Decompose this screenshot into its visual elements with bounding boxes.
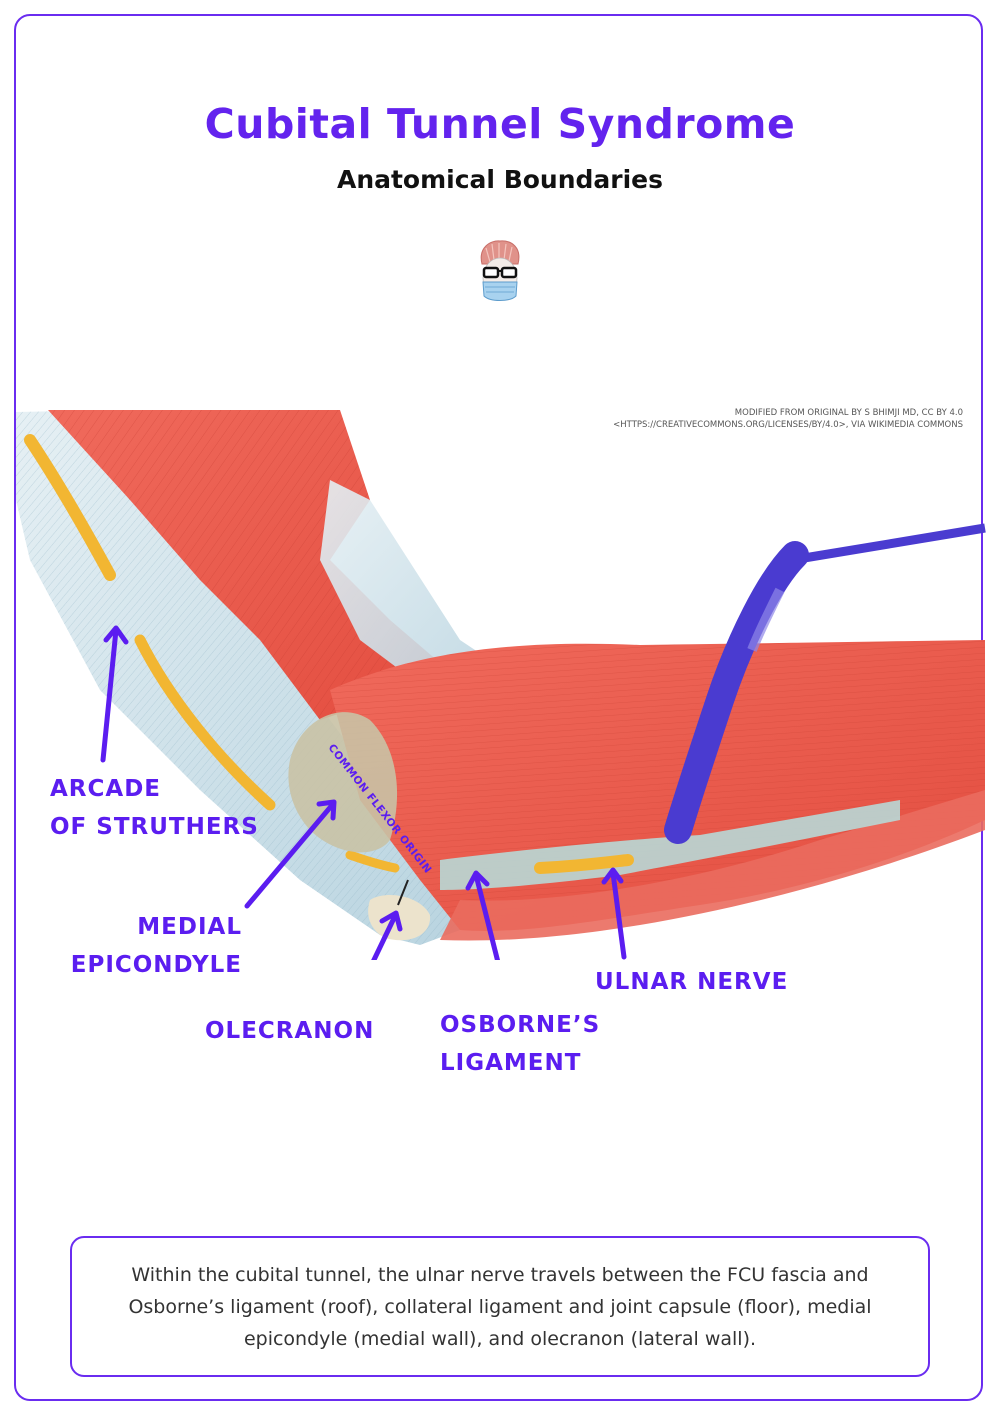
- info-text: Within the cubital tunnel, the ulnar ner…: [128, 1263, 872, 1350]
- image-credit: MODIFIED FROM ORIGINAL BY S BHIMJI MD, C…: [613, 407, 963, 431]
- info-box: Within the cubital tunnel, the ulnar ner…: [70, 1236, 930, 1377]
- bicipital-aponeurosis: [320, 480, 520, 700]
- fcu-muscle: [440, 790, 985, 941]
- label-medial-line-2: EPICONDYLE: [70, 952, 242, 978]
- label-arcade-of-struthers: ARCADE OF STRUTHERS: [50, 770, 259, 846]
- ulnar-nerve: [24, 434, 634, 874]
- arrow-medial-epicondyle: [244, 799, 337, 909]
- arrow-ulnar-nerve: [601, 867, 627, 960]
- label-medial-epicondyle: MEDIAL EPICONDYLE: [60, 908, 242, 984]
- label-arcade-line-2: OF STRUTHERS: [50, 814, 259, 840]
- label-ulnar-nerve: ULNAR NERVE: [595, 969, 789, 995]
- medial-epicondyle-bone: [288, 712, 398, 853]
- credit-line-2: <HTTPS://CREATIVECOMMONS.ORG/LICENSES/BY…: [613, 420, 963, 430]
- doctor-with-glasses-and-mask-icon: [480, 240, 520, 301]
- arrow-osborne-ligament: [465, 870, 501, 960]
- arrow-olecranon: [371, 910, 403, 960]
- olecranon-marker: [397, 879, 409, 906]
- label-osborne-line-1: OSBORNE’S: [440, 1012, 601, 1038]
- label-osborne-ligament: OSBORNE’S LIGAMENT: [440, 1006, 600, 1082]
- elbow-anatomy-illustration: [16, 410, 986, 960]
- upper-arm-muscle: [48, 410, 460, 720]
- page-title: Cubital Tunnel Syndrome: [204, 100, 796, 148]
- label-osborne-line-2: LIGAMENT: [440, 1050, 582, 1076]
- credit-line-1: MODIFIED FROM ORIGINAL BY S BHIMJI MD, C…: [734, 408, 963, 418]
- label-arcade-line-1: ARCADE: [50, 776, 161, 802]
- label-medial-line-1: MEDIAL: [137, 914, 242, 940]
- page-subtitle: Anatomical Boundaries: [336, 165, 664, 194]
- label-olecranon: OLECRANON: [205, 1018, 375, 1044]
- retractor-instrument: [664, 523, 986, 844]
- arrow-arcade-of-struthers: [100, 625, 129, 763]
